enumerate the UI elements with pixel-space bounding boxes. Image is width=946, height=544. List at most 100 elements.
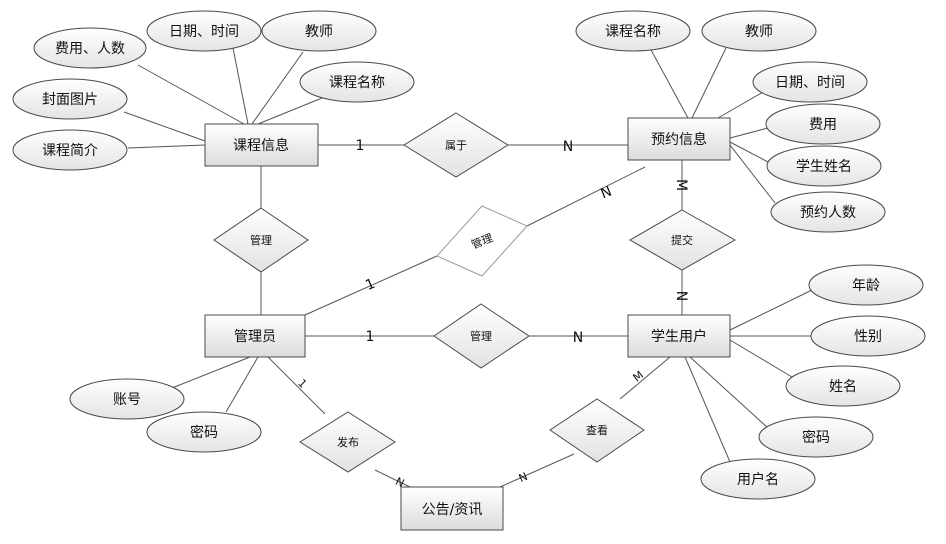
relationship-diamond bbox=[436, 205, 528, 277]
connector-line bbox=[499, 453, 575, 488]
connector-line bbox=[691, 47, 727, 119]
attribute-ellipse bbox=[808, 264, 924, 306]
attribute-label: 教师 bbox=[305, 24, 333, 40]
relationship-label: 管理 bbox=[470, 329, 492, 343]
entity-label: 公告/资讯 bbox=[422, 502, 483, 518]
attribute-ellipse bbox=[766, 145, 882, 187]
relationships: 属于 管理 管理 管理 提交 发布 查看 bbox=[213, 112, 737, 473]
connector-line bbox=[137, 64, 245, 125]
attribute-label: 学生姓名 bbox=[796, 159, 852, 175]
entity-student bbox=[627, 314, 731, 358]
attribute-ellipse bbox=[299, 61, 415, 103]
entity-course-info bbox=[204, 123, 319, 167]
attribute-ellipse bbox=[12, 78, 128, 120]
attribute-label: 年龄 bbox=[852, 278, 880, 294]
attribute-label: 密码 bbox=[190, 424, 218, 441]
attribute-label: 课程名称 bbox=[605, 24, 661, 40]
connector-line bbox=[689, 356, 769, 429]
connector-line bbox=[251, 51, 304, 125]
connector-line bbox=[729, 289, 813, 331]
attribute-label: 密码 bbox=[802, 429, 830, 446]
cardinality-label: N bbox=[563, 139, 573, 155]
connector-line bbox=[232, 47, 249, 125]
relationship-diamond bbox=[213, 207, 309, 273]
attribute-label: 费用 bbox=[809, 117, 837, 133]
entity-notice bbox=[400, 486, 504, 531]
attribute-label: 性别 bbox=[854, 329, 882, 345]
entity-label: 预约信息 bbox=[651, 131, 707, 148]
connector-line bbox=[127, 144, 206, 149]
connector-line bbox=[729, 127, 769, 139]
connector-line bbox=[729, 144, 776, 204]
relationship-diamond bbox=[433, 303, 530, 369]
relationship-diamond bbox=[628, 209, 737, 271]
connector-line bbox=[225, 356, 259, 413]
cardinality-label: N bbox=[573, 330, 583, 346]
relationship-diamond bbox=[549, 398, 645, 463]
attribute-ellipse bbox=[785, 365, 901, 407]
connector-line bbox=[619, 356, 671, 400]
cardinality-label: 1 bbox=[356, 138, 365, 154]
attribute-label: 课程名称 bbox=[329, 75, 385, 91]
entity-admin bbox=[204, 314, 306, 358]
attribute-label: 预约人数 bbox=[800, 205, 856, 221]
entity-label: 管理员 bbox=[234, 329, 276, 345]
attribute-ellipse bbox=[758, 416, 874, 458]
cardinality-label: M bbox=[631, 368, 646, 384]
connector-line bbox=[684, 356, 731, 463]
relationship-label: 发布 bbox=[337, 435, 359, 449]
course-info-attributes: 费用、人数 日期、时间 教师 课程名称 封面图片 课程简介 bbox=[12, 10, 415, 171]
connector-line bbox=[257, 97, 323, 125]
attribute-label: 日期、时间 bbox=[775, 75, 845, 91]
connector-line bbox=[649, 47, 689, 119]
connectors bbox=[123, 47, 814, 488]
connector-line bbox=[267, 356, 326, 415]
attribute-ellipse bbox=[752, 61, 868, 103]
attribute-ellipse bbox=[700, 458, 816, 500]
cardinality-label: N bbox=[517, 470, 530, 485]
attribute-ellipse bbox=[810, 315, 926, 357]
relationship-label: 属于 bbox=[445, 139, 467, 152]
booking-info-attributes: 课程名称 教师 日期、时间 费用 学生姓名 预约人数 bbox=[575, 10, 886, 233]
attribute-label: 教师 bbox=[745, 24, 773, 40]
admin-attributes: 账号 密码 bbox=[69, 378, 262, 453]
attribute-label: 日期、时间 bbox=[169, 24, 239, 40]
entities: 课程信息 预约信息 管理员 学生用户 公告/资讯 bbox=[204, 117, 731, 531]
attribute-ellipse bbox=[261, 10, 377, 52]
attribute-ellipse bbox=[575, 10, 691, 52]
student-attributes: 年龄 性别 姓名 密码 用户名 bbox=[700, 264, 926, 500]
cardinality-label: M bbox=[673, 179, 689, 191]
relationship-diamond bbox=[403, 112, 509, 178]
cardinality-label: N bbox=[673, 291, 689, 301]
cardinality-label: N bbox=[599, 184, 615, 203]
attribute-ellipse bbox=[701, 10, 817, 52]
attribute-label: 费用、人数 bbox=[55, 41, 125, 57]
connector-line bbox=[304, 255, 438, 316]
cardinality-label: 1 bbox=[363, 276, 377, 294]
connector-line bbox=[526, 166, 646, 227]
entity-booking-info bbox=[627, 117, 731, 161]
connector-line bbox=[729, 339, 793, 378]
cardinality-label: 1 bbox=[295, 377, 309, 391]
attribute-ellipse bbox=[12, 129, 128, 171]
attribute-ellipse bbox=[146, 411, 262, 453]
attribute-ellipse bbox=[770, 191, 886, 233]
attribute-label: 课程简介 bbox=[42, 142, 98, 159]
attribute-label: 封面图片 bbox=[42, 92, 98, 108]
connector-line bbox=[374, 469, 411, 488]
connector-line bbox=[171, 356, 251, 389]
relationship-label: 查看 bbox=[586, 423, 608, 437]
connector-line bbox=[123, 111, 206, 142]
attribute-label: 用户名 bbox=[737, 471, 779, 488]
attribute-label: 姓名 bbox=[829, 379, 857, 395]
attribute-label: 账号 bbox=[113, 392, 141, 408]
attribute-ellipse bbox=[146, 10, 262, 52]
attribute-ellipse bbox=[69, 378, 185, 420]
connector-line bbox=[729, 141, 769, 163]
relationship-label: 管理 bbox=[250, 233, 272, 247]
cardinality-label: 1 bbox=[366, 329, 375, 345]
relationship-label: 提交 bbox=[671, 233, 693, 247]
attribute-ellipse bbox=[765, 103, 881, 145]
entity-label: 课程信息 bbox=[233, 137, 289, 154]
entity-label: 学生用户 bbox=[651, 328, 707, 345]
